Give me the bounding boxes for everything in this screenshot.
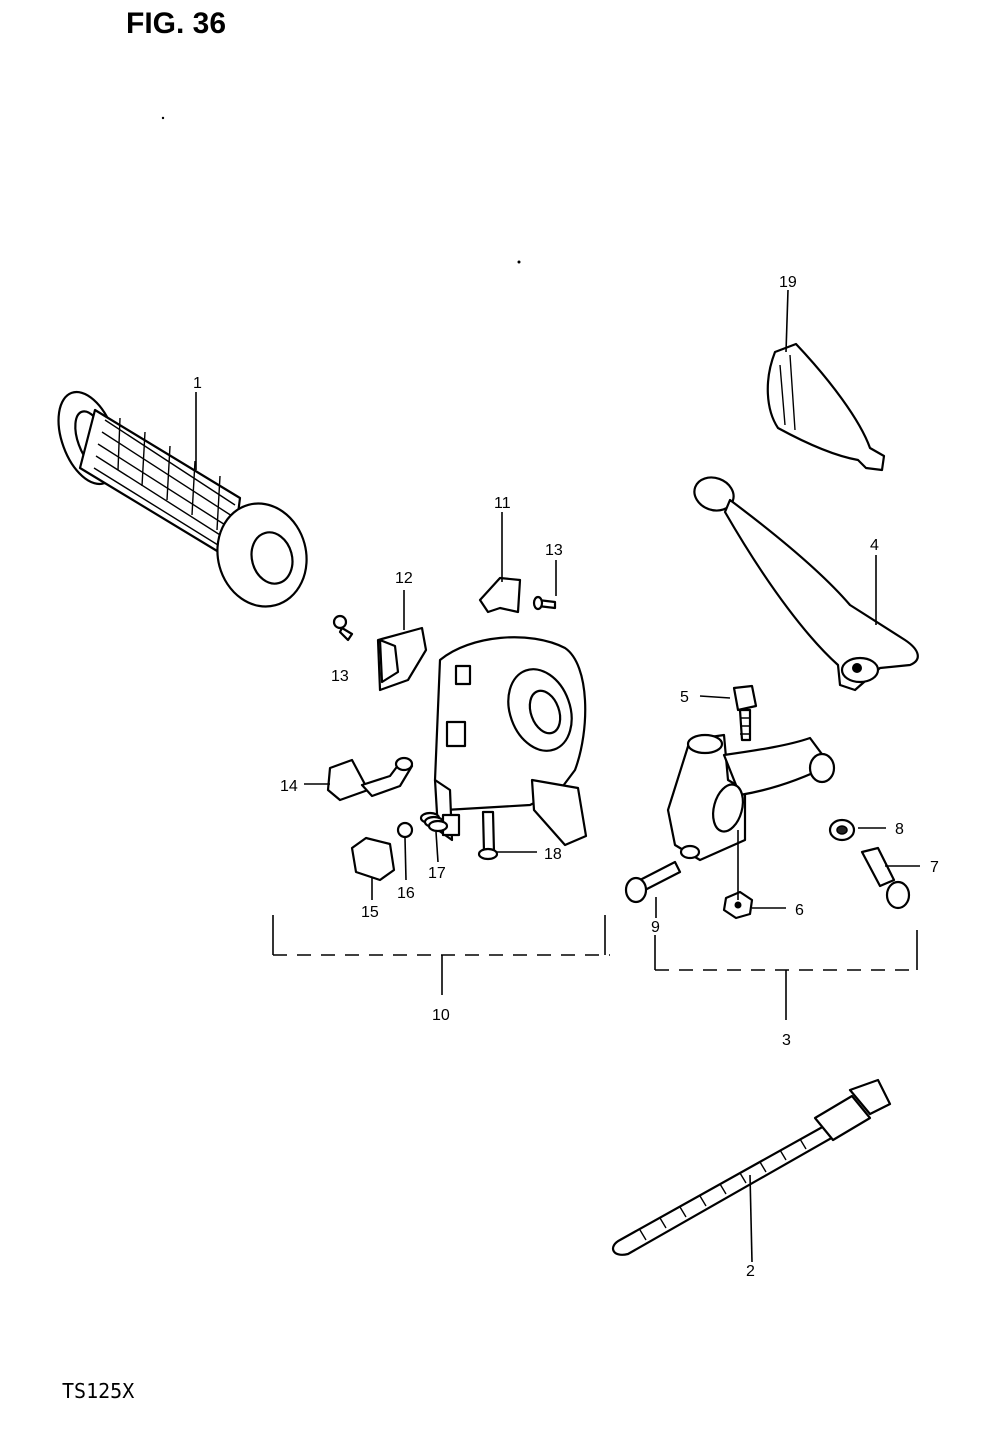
callout-10: 10 [432, 1007, 450, 1024]
callout-1: 1 [193, 375, 202, 392]
callout-7: 7 [930, 859, 939, 876]
callout-9: 9 [651, 919, 660, 936]
assembly-bracket-3 [654, 930, 918, 1020]
spring-part [419, 811, 449, 833]
model-code: TS125X [62, 1379, 134, 1403]
pivot-bolt-part [860, 846, 911, 910]
callout-17: 17 [428, 865, 446, 882]
callout-2: 2 [746, 1263, 755, 1280]
callout-13-lower: 13 [331, 668, 349, 685]
lever-holder-part [666, 733, 836, 862]
screw-part-upper [532, 595, 557, 611]
figure-title: FIG. 36 [126, 7, 226, 40]
callout-14: 14 [280, 778, 298, 795]
callout-19: 19 [779, 274, 797, 291]
long-screw-part [477, 810, 499, 861]
callout-labels: 1 2 3 4 5 6 7 8 9 10 11 12 13 13 14 15 1… [193, 274, 939, 1280]
callout-16: 16 [397, 885, 415, 902]
detent-part [396, 821, 414, 839]
callout-11: 11 [494, 495, 511, 512]
callout-12: 12 [395, 570, 413, 587]
wire-connector-part [326, 756, 414, 802]
callout-4: 4 [870, 537, 879, 554]
assembly-bracket-10 [272, 915, 610, 995]
switch-housing-part [433, 636, 588, 847]
leader-lines [195, 289, 920, 1263]
lever-boot-part [766, 342, 886, 472]
callout-3: 3 [782, 1032, 791, 1049]
switch-block-part [350, 836, 396, 882]
callout-15: 15 [361, 904, 379, 921]
screw-part-lower [332, 614, 354, 642]
cable-tie-part [611, 1078, 892, 1256]
clamp-bolt-part [624, 860, 682, 904]
clutch-lever-part [693, 476, 919, 692]
callout-6: 6 [795, 902, 804, 919]
callout-8: 8 [895, 821, 904, 838]
switch-knob-part [478, 576, 522, 614]
callout-5: 5 [680, 689, 689, 706]
callout-18: 18 [544, 846, 562, 863]
nut-part [722, 890, 754, 920]
adjuster-bolt-part [732, 684, 758, 742]
dimmer-knob-part [376, 626, 428, 692]
grip-part [57, 390, 308, 608]
washer-part [828, 818, 856, 842]
callout-13-upper: 13 [545, 542, 563, 559]
